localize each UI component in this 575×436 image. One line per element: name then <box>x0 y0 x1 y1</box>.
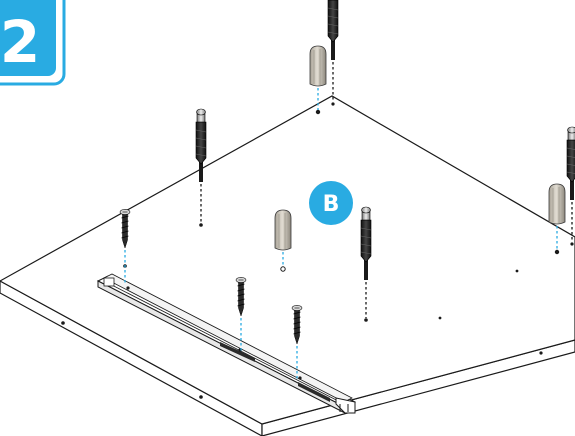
part-label-text: B <box>323 192 340 217</box>
part-label: B <box>309 181 353 225</box>
hole <box>199 223 203 227</box>
cam-bolt <box>567 127 575 200</box>
edge-hole <box>61 321 65 325</box>
edge-hole <box>539 351 542 354</box>
hole <box>364 318 368 322</box>
hole <box>316 110 320 114</box>
cam-bolt <box>328 0 338 60</box>
wood-dowel <box>549 184 565 224</box>
hole <box>439 317 442 320</box>
step-badge: 2 <box>0 0 64 84</box>
hole <box>570 242 573 245</box>
panel <box>0 96 575 436</box>
wood-dowel <box>310 46 326 86</box>
hole <box>516 270 519 273</box>
wood-dowel <box>275 210 291 250</box>
step-number: 2 <box>0 8 40 76</box>
hole <box>555 250 559 254</box>
edge-hole <box>199 395 203 399</box>
hole <box>331 102 334 105</box>
